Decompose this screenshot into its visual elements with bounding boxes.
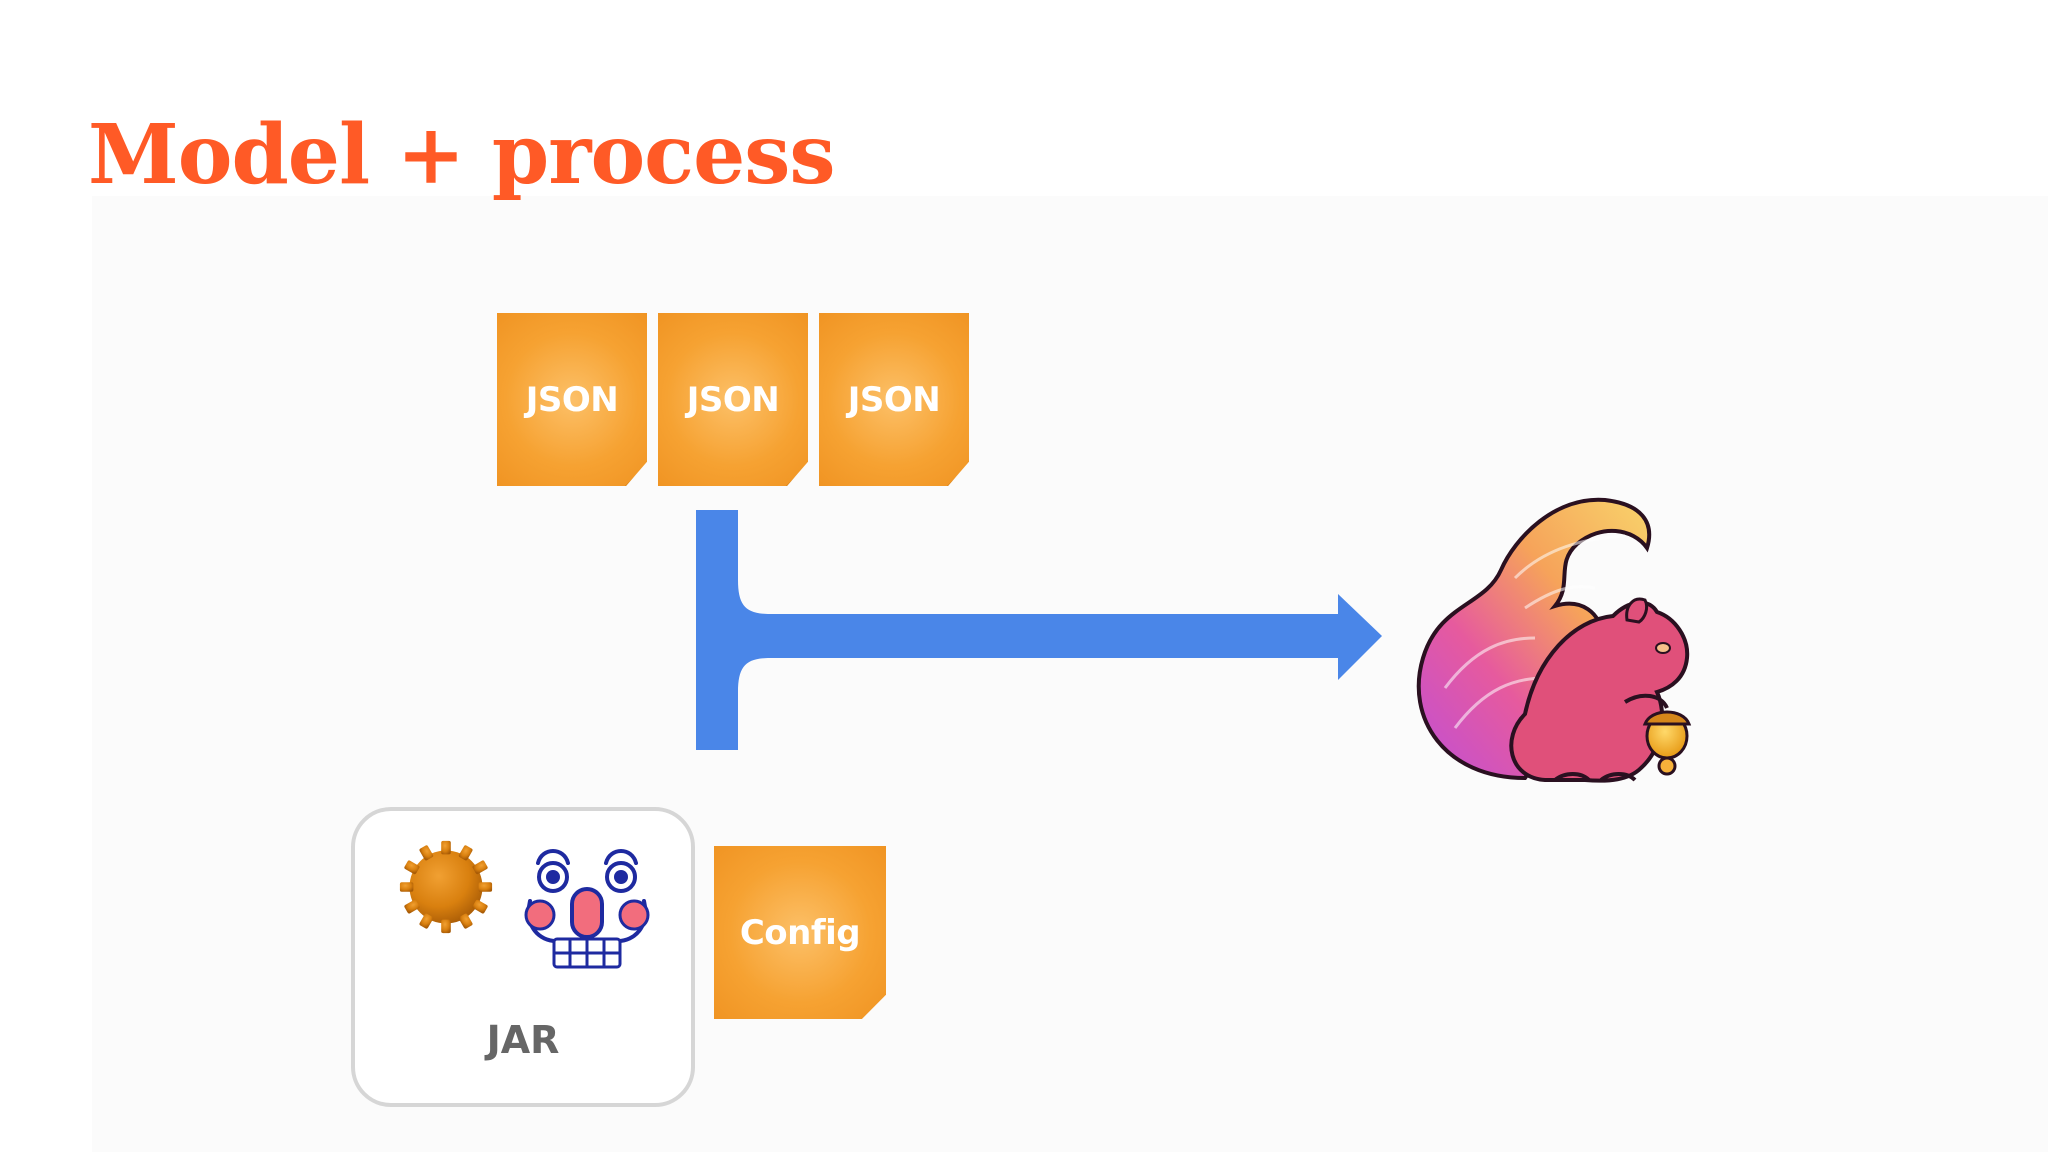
json-note-3: JSON (819, 313, 969, 486)
json-note-1: JSON (497, 313, 647, 486)
arrow-head (1338, 594, 1382, 680)
slide-title: Model + process (88, 107, 836, 203)
robot-face-icon (524, 849, 650, 969)
gear-icon (399, 840, 493, 934)
config-note: Config (714, 846, 886, 1019)
json-note-2: JSON (658, 313, 808, 486)
jar-box: JAR (351, 807, 695, 1107)
config-note-label: Config (739, 912, 861, 953)
json-note-label: JSON (686, 379, 780, 420)
jar-label: JAR (486, 1018, 560, 1062)
flink-squirrel-icon (1416, 497, 1692, 783)
arrow-vertical-bar (696, 510, 738, 750)
merge-arrow-icon (696, 510, 1382, 750)
arrow-junction-left (696, 620, 714, 642)
json-note-label: JSON (847, 379, 941, 420)
json-note-label: JSON (525, 379, 619, 420)
arrow-shaft (738, 614, 1338, 658)
